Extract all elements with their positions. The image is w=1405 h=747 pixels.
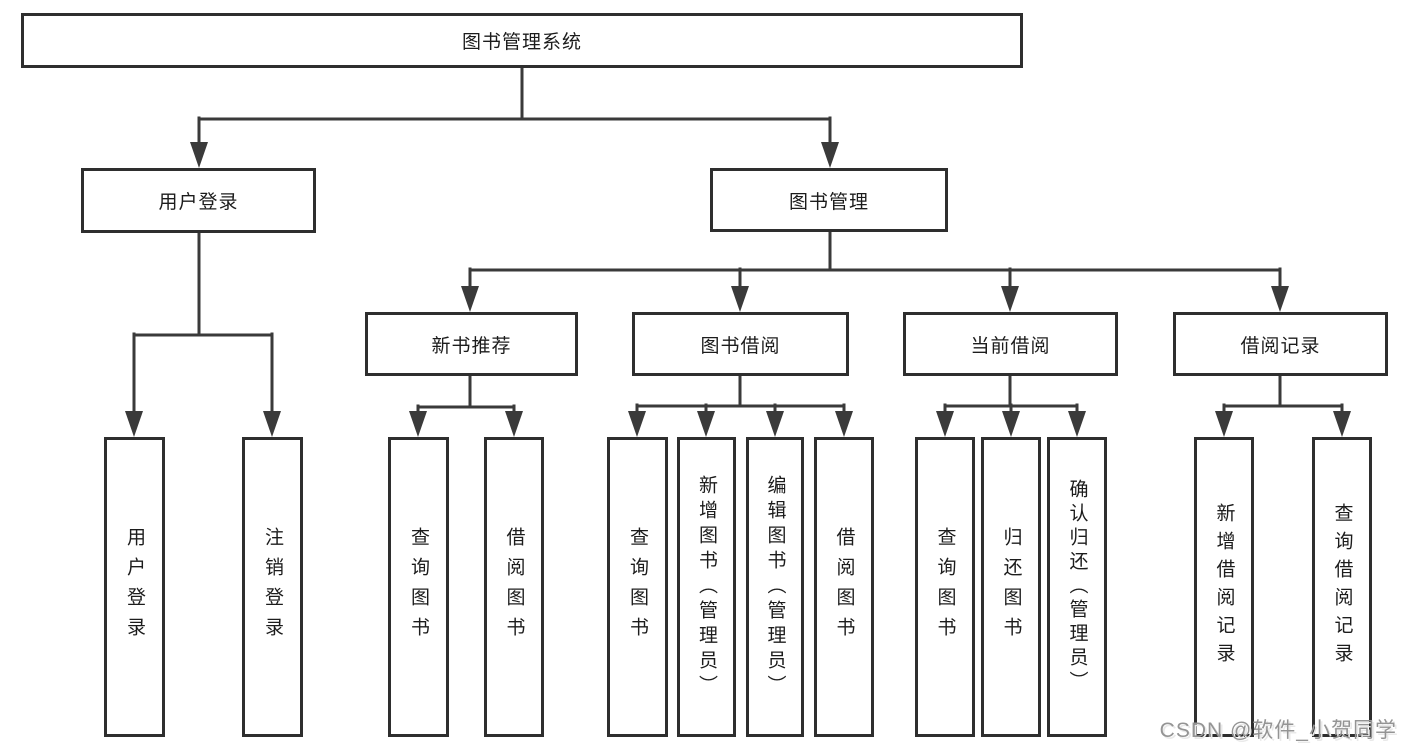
leaf-query-borrow-record: 查询借阅记录 bbox=[1312, 437, 1372, 737]
leaf-return-book: 归还图书 bbox=[981, 437, 1041, 737]
node-current-borrow: 当前借阅 bbox=[903, 312, 1118, 376]
node-user-login-branch: 用户登录 bbox=[81, 168, 316, 233]
leaf-logout: 注销登录 bbox=[242, 437, 303, 737]
leaf-recommend-borrow-book: 借阅图书 bbox=[484, 437, 544, 737]
leaf-add-book-admin: 新增图书（管理员） bbox=[677, 437, 736, 737]
connector-current-to-leaves bbox=[936, 374, 1086, 437]
connector-borrow-to-leaves bbox=[628, 374, 853, 437]
leaf-confirm-return-admin: 确认归还（管理员） bbox=[1047, 437, 1107, 737]
leaf-recommend-query-book: 查询图书 bbox=[388, 437, 449, 737]
leaf-borrow-query-book: 查询图书 bbox=[607, 437, 668, 737]
node-root-system: 图书管理系统 bbox=[21, 13, 1023, 68]
leaf-edit-book-admin: 编辑图书（管理员） bbox=[746, 437, 804, 737]
leaf-borrow-borrow-book: 借阅图书 bbox=[814, 437, 874, 737]
connector-management-to-modules bbox=[461, 230, 1289, 312]
node-borrow-records: 借阅记录 bbox=[1173, 312, 1388, 376]
connector-recommend-to-leaves bbox=[409, 374, 523, 437]
node-book-borrow: 图书借阅 bbox=[632, 312, 849, 376]
connector-login-to-leaves bbox=[125, 231, 281, 437]
connector-records-to-leaves bbox=[1215, 374, 1351, 437]
node-book-management-branch: 图书管理 bbox=[710, 168, 948, 232]
leaf-current-query-book: 查询图书 bbox=[915, 437, 975, 737]
leaf-add-borrow-record: 新增借阅记录 bbox=[1194, 437, 1254, 737]
node-new-book-recommend: 新书推荐 bbox=[365, 312, 578, 376]
connector-root-to-level2 bbox=[190, 66, 839, 168]
leaf-user-login: 用户登录 bbox=[104, 437, 165, 737]
